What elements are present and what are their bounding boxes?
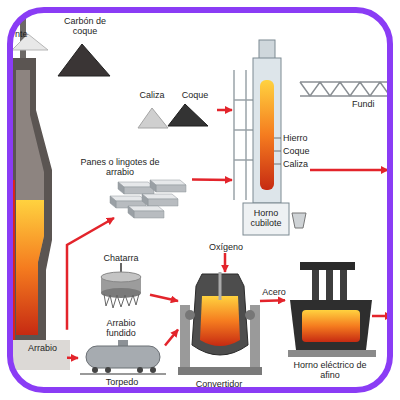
ingot (128, 206, 164, 218)
flow-arrow (67, 357, 78, 360)
rail (80, 373, 166, 375)
blast-furnace-inner (16, 70, 44, 335)
flow-arrow (192, 178, 232, 181)
flow-arrow (260, 299, 285, 302)
ingot (142, 194, 178, 206)
furnace-base (10, 340, 70, 370)
node-label: Fundi (352, 99, 386, 109)
wheel (150, 367, 156, 373)
node-label: Torpedo (100, 377, 144, 387)
converter-melt (200, 296, 240, 346)
flow-arrow (310, 169, 388, 172)
blast-furnace-fire (16, 200, 44, 335)
furnace-glow (302, 310, 360, 342)
node-label: Horno cubilote (244, 208, 288, 228)
wheel (137, 367, 143, 373)
wheel (92, 367, 98, 373)
ingot (150, 180, 186, 192)
wheel (105, 367, 111, 373)
coke-pile (58, 44, 110, 76)
oxygen-arrow (224, 253, 227, 272)
chimney (259, 40, 275, 60)
node-label: Coque (178, 90, 212, 100)
coke-pile (168, 104, 208, 126)
electrode-frame (300, 262, 355, 270)
blast-furnace-shell (10, 58, 52, 340)
callout-label: Oxígeno (205, 242, 247, 252)
background (10, 10, 390, 390)
ingot (118, 182, 154, 194)
magnet-top (101, 272, 141, 282)
node-label: Panes o lingotes de arrabio (80, 157, 160, 177)
scrap-magnet: Chatarra (92, 250, 150, 313)
scaffold (234, 70, 253, 200)
scrap (104, 294, 139, 308)
oxygen-lance (219, 272, 222, 300)
material-pile: Coque (168, 88, 217, 128)
material-pile: Caliza (135, 88, 167, 130)
converter-base (178, 367, 262, 375)
converter: Convertidor (178, 262, 260, 392)
edge-label: Arrabio fundido (100, 318, 142, 338)
ladle (292, 213, 306, 228)
magnet-bottom (101, 288, 141, 298)
blast-furnace: Arrabio (12, 50, 67, 368)
furnace-stand (288, 350, 376, 357)
material-pile: Carbón de coque (55, 12, 115, 78)
ingot-stack: Panes o lingotes de arrabio (72, 154, 192, 218)
crane-truss (300, 82, 390, 96)
cupola-base (243, 203, 289, 235)
flow-arrow (372, 315, 390, 318)
node-label: nte (15, 29, 39, 39)
furnace-body (290, 300, 372, 350)
node-label: Coque (283, 146, 315, 156)
cupola-charge (260, 80, 274, 190)
trunnion (245, 310, 255, 320)
cupola-furnace: HierroCoqueCalizaHorno cubilote (232, 38, 317, 238)
limestone-pile (138, 108, 168, 128)
node-label: Caliza (283, 159, 315, 169)
node-label: Chatarra (98, 253, 144, 263)
torpedo-car: Torpedo (78, 338, 165, 388)
edge-label: Acero (259, 287, 289, 297)
flow-arrow (150, 295, 178, 301)
flow-arrow (165, 330, 178, 346)
node-label: Convertidor (190, 379, 248, 389)
frame-border (10, 10, 390, 390)
node-label: Arrabio (28, 343, 64, 353)
flow-arrow (67, 218, 114, 330)
node-label: Hierro (283, 133, 315, 143)
crane: Fundi (300, 78, 390, 110)
flow-arrow (217, 109, 232, 112)
trunnion (185, 310, 195, 320)
node-label: Carbón de coque (58, 16, 112, 36)
leader-line (274, 138, 281, 164)
electric-arc-furnace: Horno eléctrico de afino (285, 258, 380, 390)
material-pile: nte (12, 26, 52, 52)
node-label: Caliza (136, 90, 168, 100)
node-label: Horno eléctrico de afino (292, 360, 368, 380)
torpedo-body (86, 346, 160, 368)
furnace-stripe (10, 180, 15, 350)
cupola-column (253, 58, 281, 203)
